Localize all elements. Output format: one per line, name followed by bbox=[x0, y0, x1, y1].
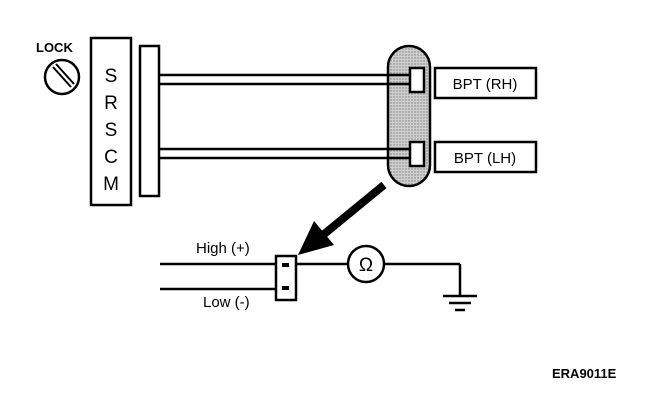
low-label: Low (-) bbox=[203, 294, 250, 311]
ohm-symbol: Ω bbox=[359, 255, 373, 276]
srs-control-module: S R S C M bbox=[89, 36, 161, 207]
ground-icon bbox=[443, 294, 477, 312]
connector-bpt-rh: BPT (RH) bbox=[433, 66, 538, 100]
measurement-circuit: High (+) Low (-) Ω bbox=[160, 240, 477, 312]
test-connector bbox=[274, 254, 298, 302]
module-letter: R bbox=[104, 93, 118, 114]
module-letter: M bbox=[103, 174, 119, 195]
terminal-pins bbox=[408, 66, 426, 168]
arrow-icon bbox=[298, 181, 387, 255]
module-letter: S bbox=[105, 120, 118, 141]
high-label: High (+) bbox=[196, 240, 250, 257]
connector-bpt-lh: BPT (LH) bbox=[433, 140, 538, 174]
wire-harness bbox=[159, 73, 410, 160]
ohmmeter-icon: Ω bbox=[346, 244, 386, 284]
key-icon bbox=[43, 58, 81, 96]
ignition-lock: LOCK bbox=[36, 40, 81, 96]
module-letter: C bbox=[104, 147, 118, 168]
connector-label: BPT (LH) bbox=[454, 150, 516, 167]
lock-label: LOCK bbox=[36, 40, 73, 55]
connector-label: BPT (RH) bbox=[453, 76, 518, 93]
figure-code: ERA9011E bbox=[552, 366, 617, 381]
module-letter: S bbox=[105, 66, 118, 87]
